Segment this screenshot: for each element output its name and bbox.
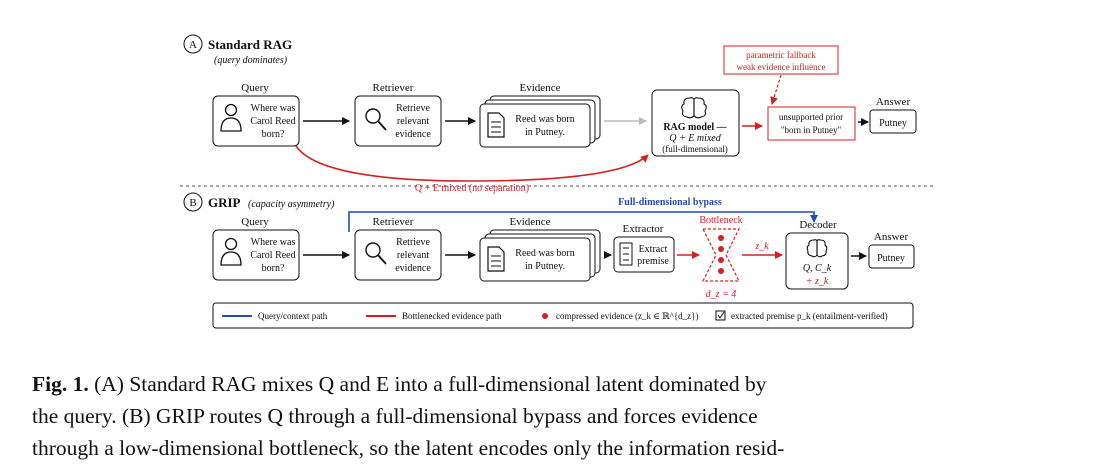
b-evidence-heading: Evidence xyxy=(510,216,551,228)
a-model-line-3: (full-dimensional) xyxy=(662,144,727,154)
a-query-line-3: born? xyxy=(262,129,285,140)
caption-text-1: (A) Standard RAG mixes Q and E into a fu… xyxy=(94,372,767,396)
a-query-heading: Query xyxy=(241,82,269,94)
b-decoder-heading: Decoder xyxy=(799,219,837,231)
b-query-box xyxy=(212,229,300,281)
person-icon xyxy=(220,237,242,266)
b-retriever-line-3: evidence xyxy=(395,263,431,274)
b-answer-value: Putney xyxy=(877,253,905,264)
a-retriever-line-1: Retrieve xyxy=(396,103,430,114)
section-b-badge xyxy=(183,192,203,212)
b-bottleneck-heading: Bottleneck xyxy=(699,215,742,226)
b-extractor-heading: Extractor xyxy=(623,223,664,235)
a-model-line-2: Q + E mixed xyxy=(669,133,721,144)
brain-icon xyxy=(681,97,707,119)
a-answer-box xyxy=(869,109,917,134)
b-bottleneck-dot-1 xyxy=(718,235,724,241)
b-answer-heading: Answer xyxy=(874,231,909,243)
legend-box xyxy=(212,302,914,329)
section-a-letter: A xyxy=(189,39,197,51)
a-evidence-line-2: in Putney. xyxy=(525,127,565,138)
a-query-line-2: Carol Reed xyxy=(250,116,295,127)
section-a: A Standard RAG (query dominates) Query W… xyxy=(183,34,917,194)
b-retriever-line-2: relevant xyxy=(397,250,429,261)
b-zk-label: z_k xyxy=(754,241,769,252)
b-query-line-3: born? xyxy=(262,263,285,274)
b-query-line-1: Where was xyxy=(251,237,296,248)
a-retriever-box xyxy=(354,95,442,147)
document-icon xyxy=(487,112,505,138)
legend-dot-swatch xyxy=(542,313,548,319)
section-b: B GRIP (capacity asymmetry) Full-dimensi… xyxy=(183,192,915,300)
b-answer-box xyxy=(868,244,915,269)
b-query-heading: Query xyxy=(241,216,269,228)
b-query-line-2: Carol Reed xyxy=(250,250,295,261)
legend-bottleneck-path: Bottlenecked evidence path xyxy=(402,311,502,321)
legend-premise: extracted premise p_k (entailment-verifi… xyxy=(731,311,888,321)
section-a-subtitle: (query dominates) xyxy=(214,55,288,66)
a-mix-curve xyxy=(295,145,649,182)
a-retriever-line-3: evidence xyxy=(395,129,431,140)
b-decoder-line-1: Q, C_k xyxy=(803,263,832,274)
a-answer-heading: Answer xyxy=(876,96,911,108)
b-retriever-box xyxy=(354,229,442,281)
legend-query-path: Query/context path xyxy=(258,311,328,321)
caption-line-2: the query. (B) GRIP routes Q through a f… xyxy=(32,404,758,428)
b-extractor-box xyxy=(613,236,675,273)
b-bottleneck-dot-3 xyxy=(718,257,724,263)
a-prior-box xyxy=(767,106,856,141)
section-b-title: GRIP xyxy=(208,195,241,210)
a-mix-label: Q + E mixed (no separation) xyxy=(415,183,529,194)
a-evidence-heading: Evidence xyxy=(520,82,561,94)
figure-caption: Fig. 1. (A) Standard RAG mixes Q and E i… xyxy=(32,368,1082,464)
a-query-line-1: Where was xyxy=(251,103,296,114)
b-retriever-heading: Retriever xyxy=(373,216,414,228)
a-prior-line-1: unsupported prior xyxy=(779,112,843,122)
section-a-badge xyxy=(183,34,203,54)
b-bottleneck-dot-2 xyxy=(718,246,724,252)
a-fallback-line-1: parametric fallback xyxy=(746,50,816,60)
a-prior-line-2: "born in Putney" xyxy=(781,125,842,135)
a-evidence-line-1: Reed was born xyxy=(515,114,574,125)
magnifier-icon xyxy=(365,108,387,131)
b-bottleneck-dim: d_z = 4 xyxy=(706,289,737,300)
a-query-box xyxy=(212,95,300,147)
b-bottleneck-shape xyxy=(702,228,740,282)
section-a-title: Standard RAG xyxy=(208,37,292,52)
b-evidence-card-front xyxy=(479,237,591,282)
b-extractor-line-1: Extract xyxy=(639,244,668,255)
person-icon xyxy=(220,103,242,132)
document-icon xyxy=(487,246,505,272)
a-fallback-line-2: weak evidence influence xyxy=(737,62,826,72)
a-rag-model-box xyxy=(651,89,740,157)
b-evidence-line-1: Reed was born xyxy=(515,248,574,259)
a-evidence-card-front xyxy=(479,103,591,148)
b-extractor-line-2: premise xyxy=(637,256,669,267)
caption-line-3: through a low-dimensional bottleneck, so… xyxy=(32,436,785,460)
legend: Query/context path Bottlenecked evidence… xyxy=(212,302,914,329)
b-bypass-path xyxy=(348,211,818,232)
caption-line-1: Fig. 1. (A) Standard RAG mixes Q and E i… xyxy=(32,368,1082,400)
b-decoder-line-2: + z_k xyxy=(806,276,829,287)
b-bottleneck-dot-4 xyxy=(718,268,724,274)
brain-icon xyxy=(806,239,828,258)
b-evidence-line-2: in Putney. xyxy=(525,261,565,272)
b-retriever-line-1: Retrieve xyxy=(396,237,430,248)
a-fallback-arrow xyxy=(770,74,782,105)
b-decoder-box xyxy=(785,232,849,290)
a-fallback-box xyxy=(723,45,839,75)
a-model-line-1: RAG model — xyxy=(663,122,727,133)
a-answer-value: Putney xyxy=(879,118,907,129)
legend-compressed: compressed evidence (z_k ∈ ℝ^{d_z}) xyxy=(556,311,698,321)
a-retriever-line-2: relevant xyxy=(397,116,429,127)
magnifier-icon xyxy=(365,242,387,265)
section-b-subtitle: (capacity asymmetry) xyxy=(248,199,335,210)
section-b-letter: B xyxy=(189,197,196,209)
a-retriever-heading: Retriever xyxy=(373,82,414,94)
checklist-icon xyxy=(619,242,633,266)
b-bypass-label: Full-dimensional bypass xyxy=(618,197,722,208)
caption-label: Fig. 1. xyxy=(32,372,89,396)
checkbox-icon xyxy=(715,310,726,321)
